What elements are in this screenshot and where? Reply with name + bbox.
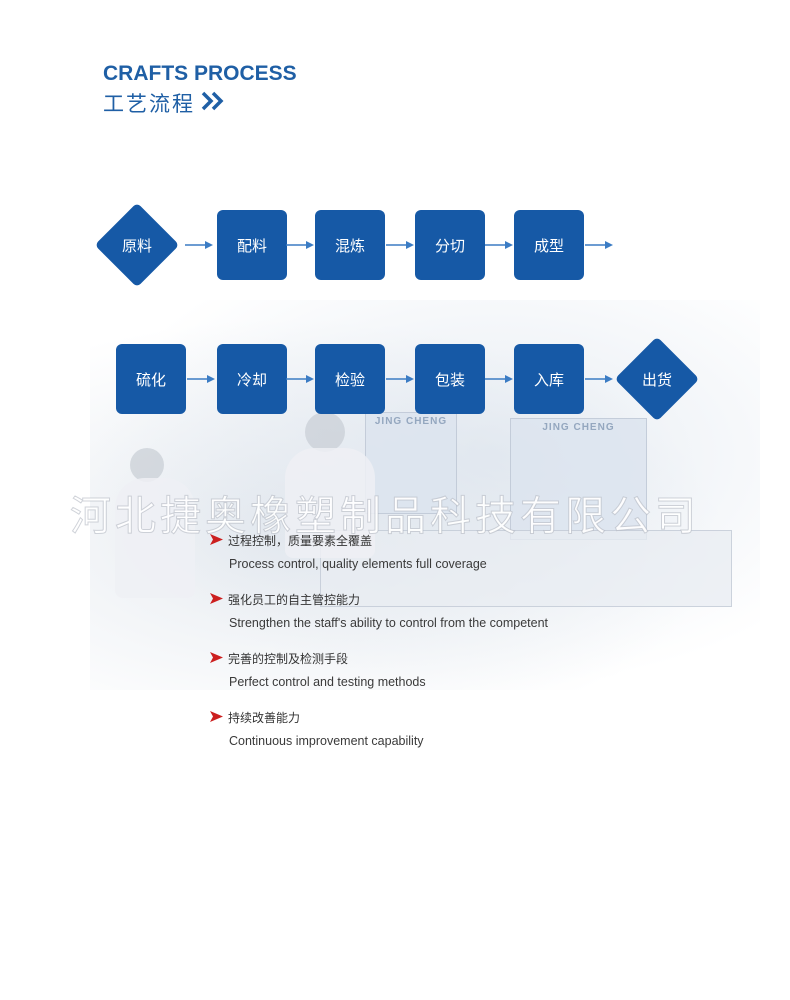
arrow-right-icon (585, 241, 613, 249)
arrow-right-icon (286, 241, 314, 249)
arrow-right-icon (187, 375, 215, 383)
process-step-diamond: 出货 (614, 336, 700, 422)
lab-bench (320, 530, 732, 607)
machine-label-left: JING CHENG (374, 416, 448, 427)
feature-en-text: Continuous improvement capability (229, 734, 424, 748)
process-step: 配料 (217, 210, 287, 280)
person-right-body (285, 448, 375, 558)
red-arrow-bullet-icon (210, 710, 223, 725)
feature-en-text: Perfect control and testing methods (229, 675, 426, 689)
feature-cn-text: 持续改善能力 (228, 711, 301, 725)
process-step: 包装 (415, 344, 485, 414)
process-step: 冷却 (217, 344, 287, 414)
lab-machine-right: JING CHENG (510, 418, 647, 540)
feature-en-text: Process control, quality elements full c… (229, 557, 487, 571)
process-step-diamond: 原料 (94, 202, 180, 288)
process-step-label: 原料 (121, 236, 152, 255)
lab-machine-left: JING CHENG (365, 412, 457, 514)
process-step: 混炼 (315, 210, 385, 280)
feature-item: 完善的控制及检测手段 Perfect control and testing m… (210, 650, 426, 689)
feature-cn-text: 强化员工的自主管控能力 (228, 593, 361, 607)
red-arrow-bullet-icon (210, 651, 223, 666)
process-step: 分切 (415, 210, 485, 280)
feature-en-text: Strengthen the staff's ability to contro… (229, 616, 548, 630)
feature-item: 持续改善能力 Continuous improvement capability (210, 709, 424, 748)
feature-item: 强化员工的自主管控能力 Strengthen the staff's abili… (210, 591, 548, 630)
person-left-body (115, 478, 195, 598)
feature-cn-text: 过程控制，质量要素全覆盖 (228, 534, 373, 548)
page-title-cn-text: 工艺流程 (103, 92, 195, 116)
process-step: 硫化 (116, 344, 186, 414)
arrow-right-icon (185, 241, 213, 249)
feature-cn-text: 完善的控制及检测手段 (228, 652, 349, 666)
arrow-right-icon (386, 375, 414, 383)
page-title-cn: 工艺流程 (103, 88, 227, 118)
page-title-en: CRAFTS PROCESS (103, 62, 297, 85)
double-chevron-icon (201, 91, 227, 116)
process-step: 入库 (514, 344, 584, 414)
arrow-right-icon (386, 241, 414, 249)
arrow-right-icon (286, 375, 314, 383)
company-watermark: 河北捷奥橡塑制品科技有限公司 (70, 492, 700, 541)
arrow-right-icon (485, 241, 513, 249)
machine-label-right: JING CHENG (542, 422, 615, 433)
arrow-right-icon (485, 375, 513, 383)
process-step-label: 出货 (641, 370, 672, 389)
arrow-right-icon (585, 375, 613, 383)
process-step: 检验 (315, 344, 385, 414)
process-step: 成型 (514, 210, 584, 280)
person-right-head (305, 412, 345, 452)
person-left-head (130, 448, 164, 482)
red-arrow-bullet-icon (210, 533, 223, 548)
feature-item: 过程控制，质量要素全覆盖 Process control, quality el… (210, 532, 487, 571)
red-arrow-bullet-icon (210, 592, 223, 607)
